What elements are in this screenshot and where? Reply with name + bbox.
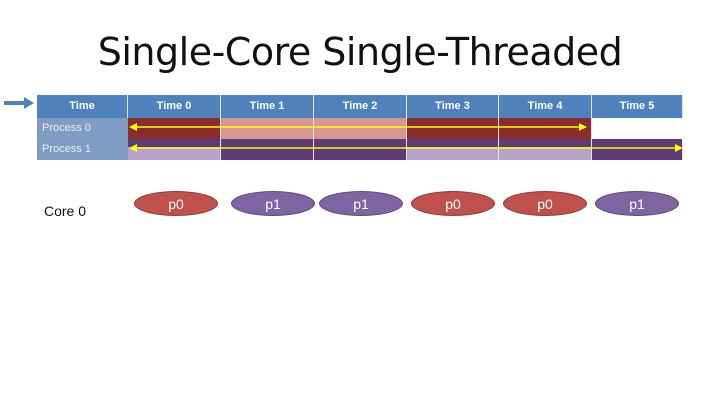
- process-1-segment-5-run: [592, 139, 683, 160]
- header-cell-time: Time: [37, 95, 128, 118]
- process-0-segment-3-run: [407, 118, 499, 139]
- process-label: Process 1: [37, 139, 128, 160]
- core-label: Core 0: [44, 203, 87, 219]
- header-cell-time-3: Time 3: [407, 95, 499, 118]
- header-cell-time-5: Time 5: [592, 95, 683, 118]
- header-cell-time-4: Time 4: [499, 95, 592, 118]
- core-slot-2-p1: p1: [319, 191, 403, 216]
- process-label: Process 0: [37, 118, 128, 139]
- process-1-segment-4-wait: [499, 139, 592, 160]
- process-row-1: Process 1: [37, 139, 683, 160]
- row-pointer-arrow-icon: [4, 97, 34, 109]
- slide-title: Single-Core Single-Threaded: [97, 30, 623, 74]
- process-1-segment-3-wait: [407, 139, 499, 160]
- core-slot-0-p0: p0: [134, 191, 218, 216]
- header-cell-time-0: Time 0: [128, 95, 221, 118]
- process-0-segment-4-run: [499, 118, 592, 139]
- core-slot-1-p1: p1: [231, 191, 315, 216]
- process-0-segment-5-none: [592, 118, 683, 139]
- core-slot-4-p0: p0: [503, 191, 587, 216]
- core-slot-5-p1: p1: [595, 191, 679, 216]
- process-0-segment-1-wait: [221, 118, 314, 139]
- process-row-0: Process 0: [37, 118, 683, 139]
- header-cell-time-2: Time 2: [314, 95, 407, 118]
- process-0-segment-0-run: [128, 118, 221, 139]
- process-1-segment-2-run: [314, 139, 407, 160]
- core-slot-3-p0: p0: [411, 191, 495, 216]
- process-1-segment-0-wait: [128, 139, 221, 160]
- header-cell-time-1: Time 1: [221, 95, 314, 118]
- process-0-segment-2-wait: [314, 118, 407, 139]
- process-1-segment-1-run: [221, 139, 314, 160]
